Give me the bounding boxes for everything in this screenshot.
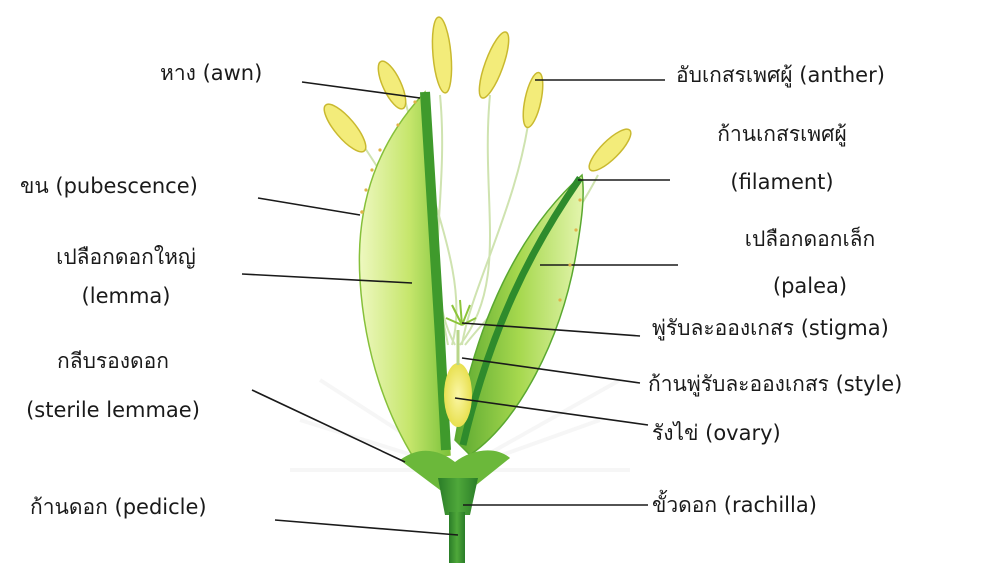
anthers — [318, 16, 636, 176]
label-palea-th: เปลือกดอกเล็ก — [745, 229, 875, 250]
label-lemma-th: เปลือกดอกใหญ่ — [56, 247, 196, 268]
label-ovary: รังไข่ (ovary) — [652, 423, 781, 444]
label-palea-en: (palea) — [773, 276, 847, 297]
label-pubescence: ขน (pubescence) — [20, 176, 198, 197]
label-lemma-en: (lemma) — [82, 286, 171, 307]
ovary-shape — [444, 363, 472, 427]
label-filament-en: (filament) — [730, 172, 833, 193]
pedicle-shape — [449, 512, 465, 563]
label-pedicle: ก้านดอก (pedicle) — [30, 497, 207, 518]
label-rachilla: ขั้วดอก (rachilla) — [652, 495, 817, 516]
stigma-shape — [446, 300, 476, 325]
label-stigma: พู่รับละอองเกสร (stigma) — [652, 318, 889, 339]
label-style: ก้านพู่รับละอองเกสร (style) — [648, 374, 902, 395]
label-sterile-lemmae-th: กลีบรองดอก — [57, 351, 169, 372]
label-filament-th: ก้านเกสรเพศผู้ — [717, 124, 847, 145]
label-awn: หาง (awn) — [160, 63, 262, 84]
label-anther: อับเกสรเพศผู้ (anther) — [676, 65, 885, 86]
label-sterile-lemmae-en: (sterile lemmae) — [26, 400, 200, 421]
rachilla-shape — [438, 478, 478, 515]
